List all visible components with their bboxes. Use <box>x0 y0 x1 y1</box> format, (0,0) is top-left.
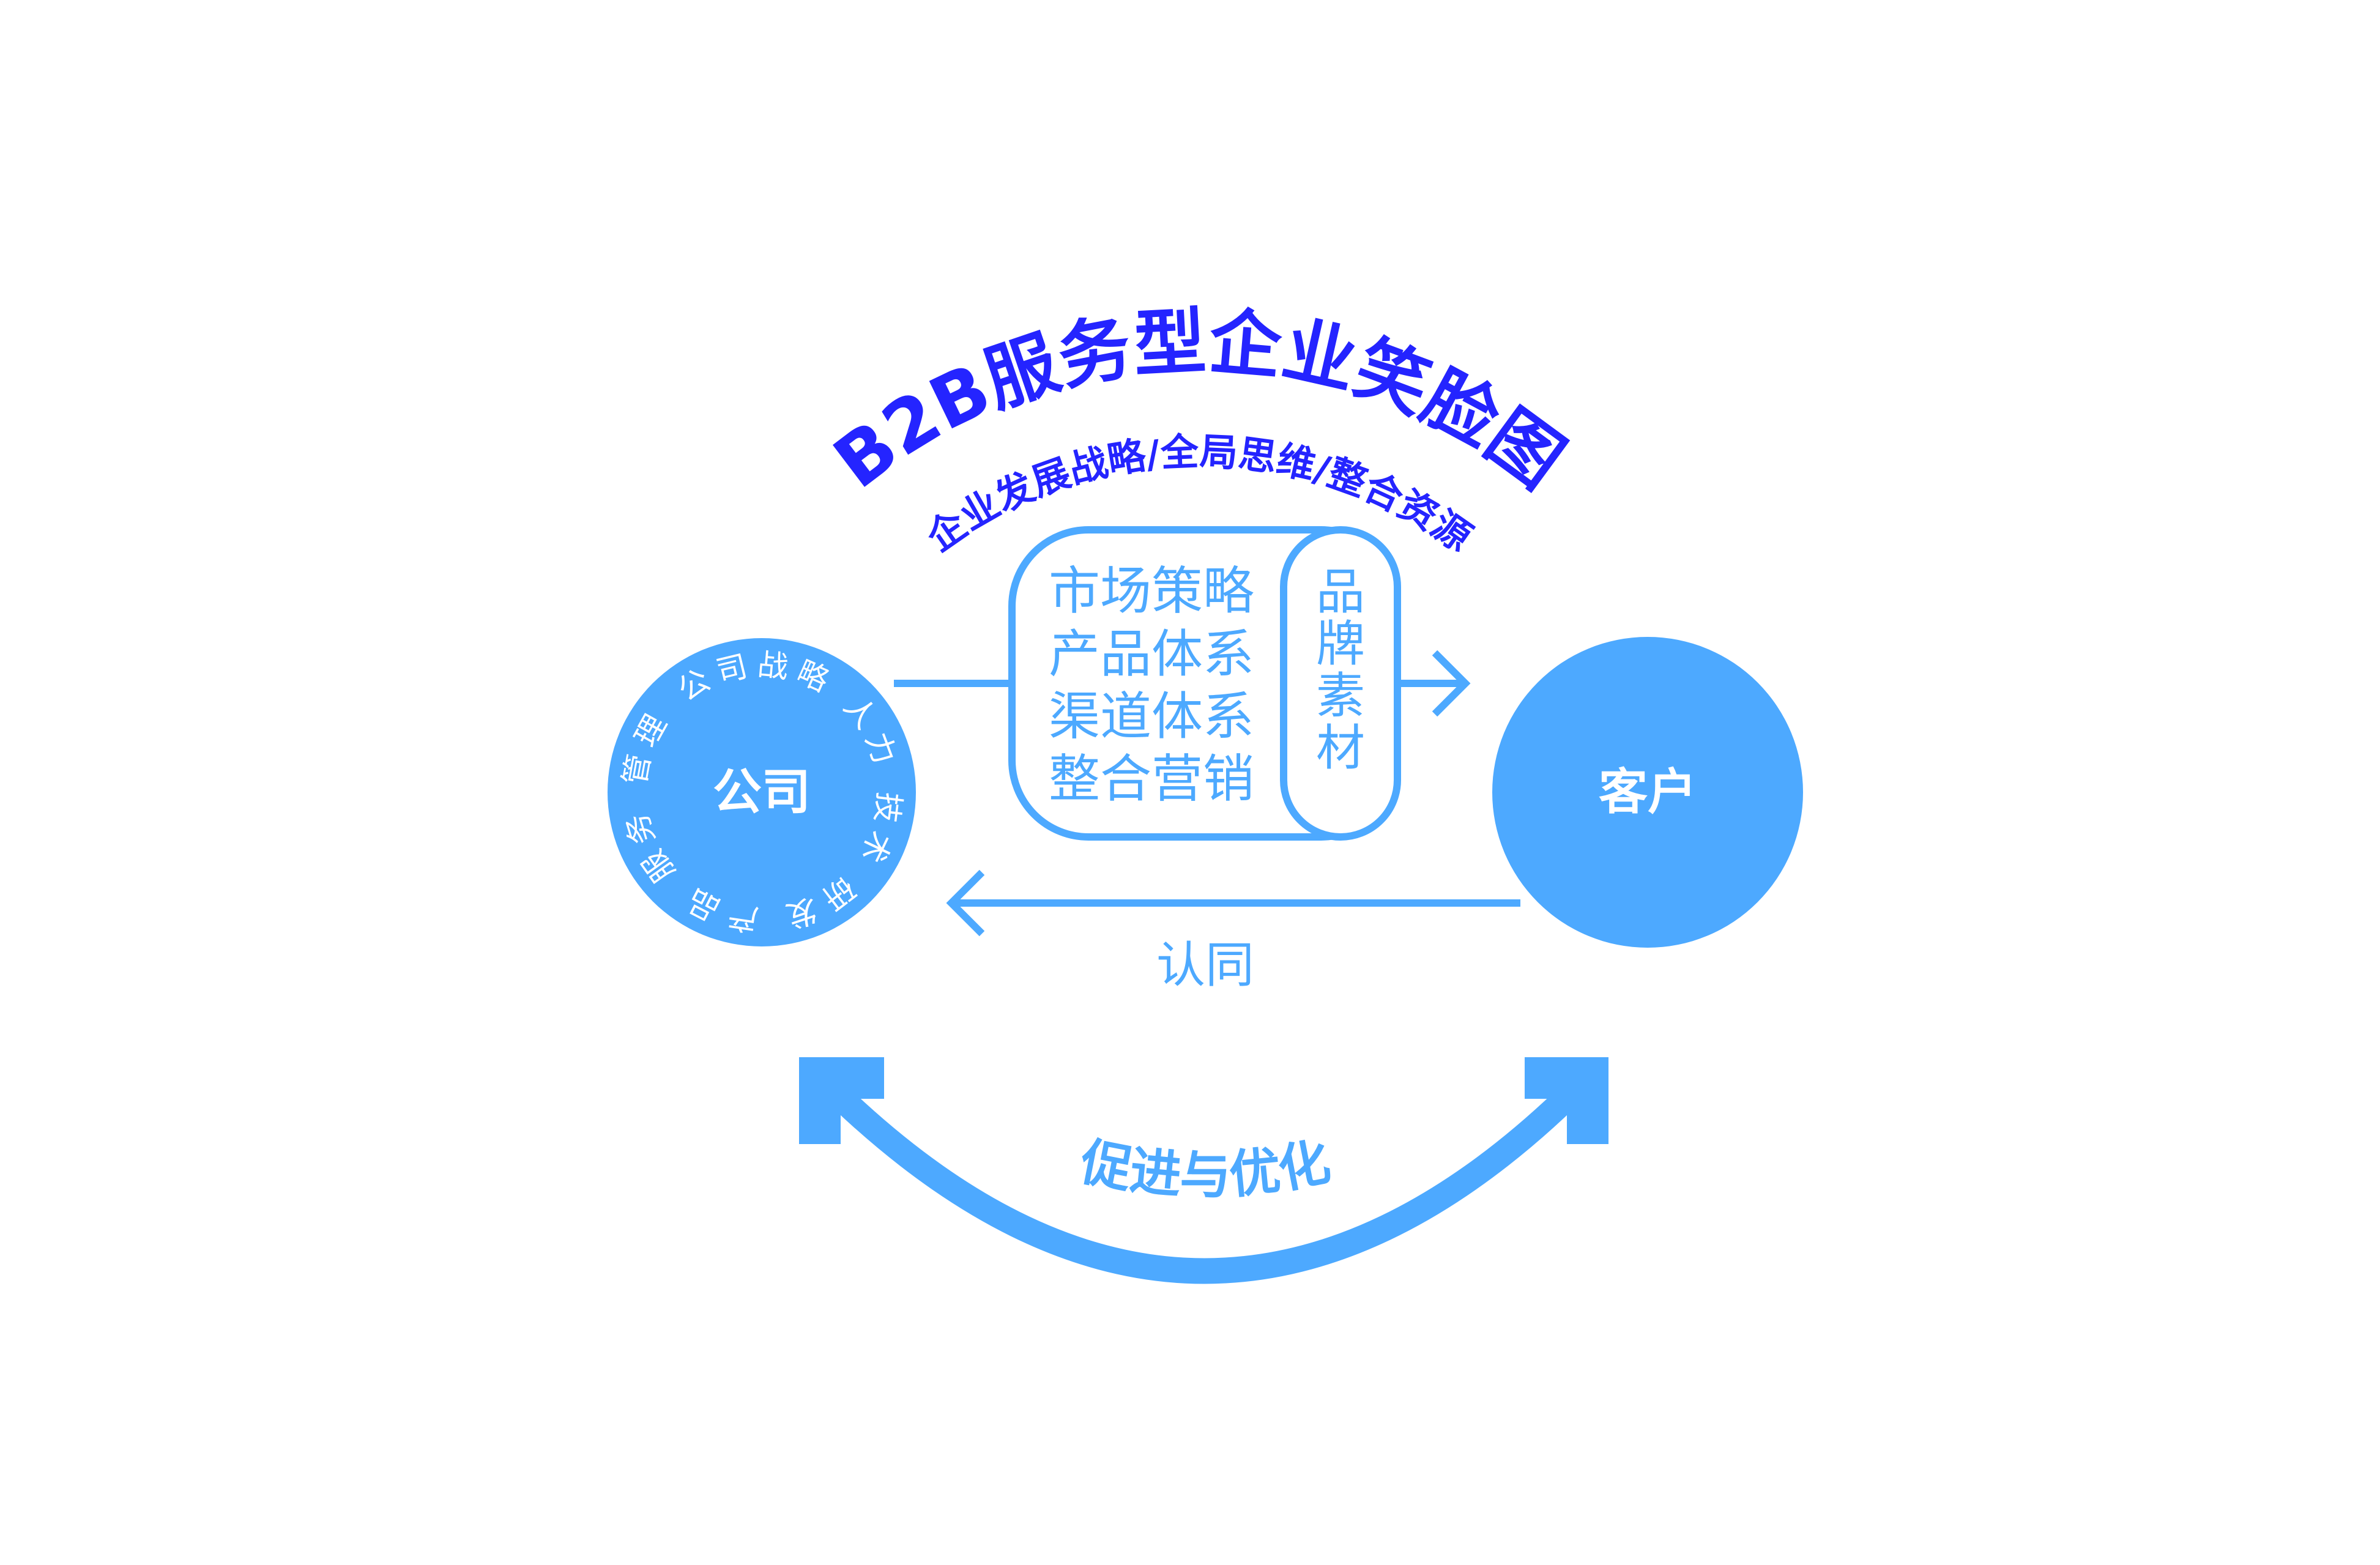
forward-arrow <box>894 650 1471 717</box>
customer-node: 客户 <box>1492 637 1803 948</box>
company-label: 公司 <box>713 764 811 820</box>
brand-material-char: 牌 <box>1316 615 1365 672</box>
offering-line: 产品体系 <box>1049 624 1254 684</box>
brand-material-char: 素 <box>1316 667 1365 724</box>
brand-material-char: 品 <box>1316 563 1365 620</box>
cycle-arrow <box>799 1057 1608 1284</box>
offering-line: 整合营销 <box>1049 749 1254 809</box>
offering-line: 渠道体系 <box>1049 686 1254 746</box>
offering-box: 市场策略 产品体系 渠道体系 整合营销 品 牌 素 材 <box>1008 526 1401 841</box>
feedback-arrow <box>946 869 1520 937</box>
cycle-label: 促进与优化 <box>1075 1131 1335 1205</box>
offering-line: 市场策略 <box>1049 561 1254 621</box>
feedback-label: 认同 <box>1156 937 1254 994</box>
company-node: 公司 公司战略 人力 技术 研发 产品 服务 管理 <box>608 638 916 946</box>
brand-material-char: 材 <box>1316 719 1365 776</box>
customer-label: 客户 <box>1599 764 1697 820</box>
